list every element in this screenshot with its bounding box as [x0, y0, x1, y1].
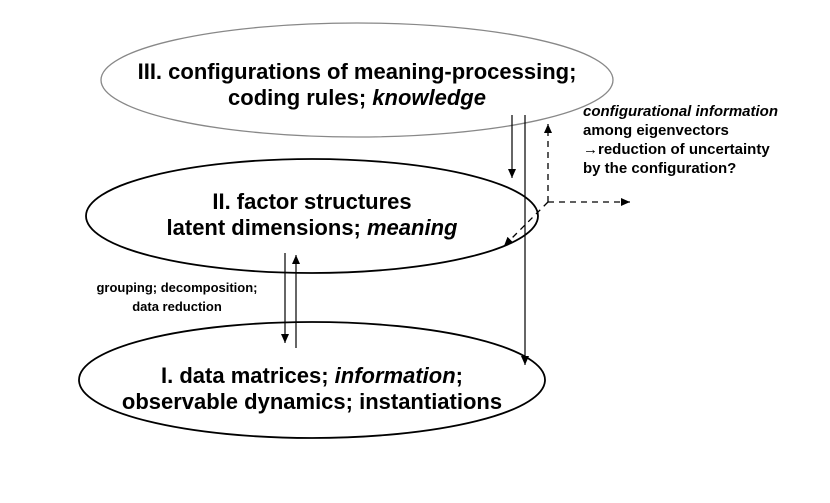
grouping-note: grouping; decomposition; data reduction [72, 278, 282, 316]
level-ii-line1: II. factor structures [212, 189, 412, 214]
config-note-heading: configurational information [583, 103, 778, 120]
config-note-line3: →reduction of uncertainty [583, 141, 770, 158]
grouping-note-line1: grouping; decomposition; [96, 280, 258, 295]
config-note-line1: configurational information [583, 102, 778, 121]
level-iii-keyword: knowledge [372, 85, 486, 110]
level-iii-label: III. configurations of meaning-processin… [107, 59, 607, 111]
level-i-ellipse [78, 321, 546, 439]
level-iii-line2-text: coding rules; [228, 85, 373, 110]
config-note-line2: among eigenvectors [583, 122, 729, 139]
config-note-line4: by the configuration? [583, 160, 737, 177]
level-ii-label: II. factor structures latent dimensions;… [112, 189, 512, 241]
level-ii-ellipse [85, 158, 539, 274]
grouping-note-line2: data reduction [132, 299, 222, 314]
level-i-keyword: information [334, 363, 456, 388]
level-i-line1-text: I. data matrices; [161, 363, 335, 388]
config-note: configurational information among eigenv… [583, 102, 778, 178]
level-ii-line2: latent dimensions; meaning [112, 215, 512, 241]
level-ii-keyword: meaning [367, 215, 458, 240]
level-i-line2: observable dynamics; instantiations [121, 389, 503, 414]
level-iii-line1: III. configurations of meaning-processin… [137, 59, 577, 84]
level-iii-line2: coding rules; knowledge [107, 85, 607, 111]
level-i-line1: I. data matrices; information; [102, 363, 522, 389]
level-ii-line2-text: latent dimensions; [166, 215, 367, 240]
level-i-label: I. data matrices; information; observabl… [102, 363, 522, 415]
level-i-line1-suffix: ; [455, 363, 463, 388]
level-iii-ellipse [100, 22, 614, 138]
